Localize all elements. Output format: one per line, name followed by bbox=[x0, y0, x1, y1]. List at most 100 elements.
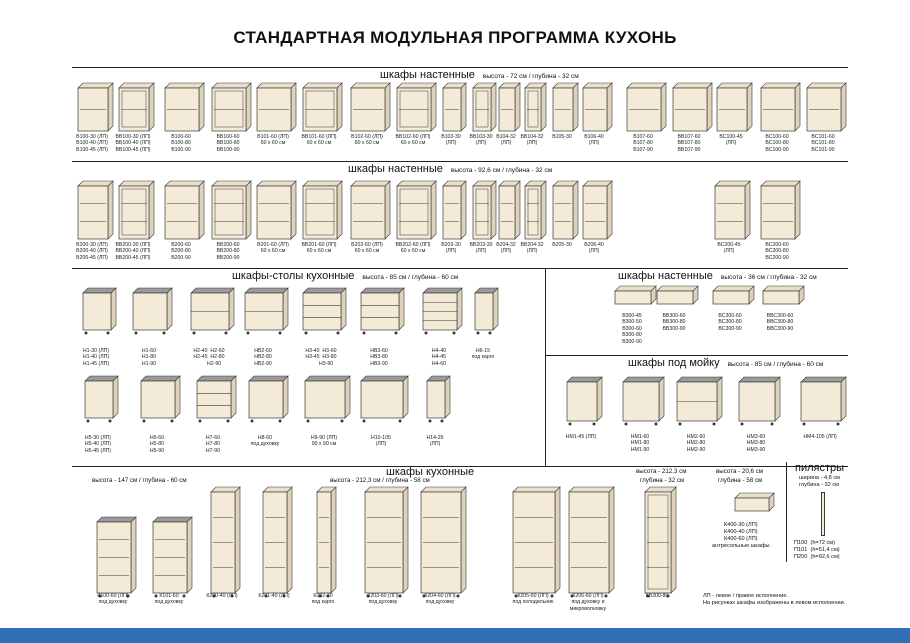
tall-dims-mid: высота - 212,3 см / глубина - 58 см bbox=[330, 477, 430, 484]
cabinet-icon bbox=[426, 375, 451, 423]
cabinet-icon bbox=[472, 180, 497, 240]
cabinet-label: В103-30 (ЛП) bbox=[441, 134, 461, 147]
cabinet-icon bbox=[622, 376, 665, 426]
cabinet-label: ВС100-60 ВС100-80 ВС100-90 bbox=[765, 134, 789, 153]
cabinet-label: Н3-40 Н3-60 Н3-45 Н3-80 Н3-90 bbox=[305, 348, 337, 367]
pilasters-panel: пилястры ширина - 4,8 см глубина - 32 см… bbox=[786, 462, 848, 562]
cabinet-icon bbox=[738, 376, 781, 426]
cabinet-label: НМ2-60 НМ2-80 НМ2-90 bbox=[686, 434, 706, 453]
cabinet-label: ВВ104-32 (ЛП) bbox=[520, 134, 544, 147]
cabinet-label: В105-30 bbox=[552, 134, 572, 140]
pilasters-items: П100 (h=72 см) П101 (h=51,4 см) П200 (h=… bbox=[794, 540, 840, 560]
cabinet-icon bbox=[164, 82, 205, 132]
cabinet-label: ВВ202-60 (ЛП) 60 х 60 см bbox=[395, 242, 431, 255]
cabinet-label: В204-32 (ЛП) bbox=[496, 242, 516, 255]
cabinet-label: ВВ204-32 (ЛП) bbox=[520, 242, 544, 255]
cabinet-icon bbox=[248, 375, 289, 423]
cabinet-label: Н5-30 (ЛП) Н5-40 (ЛП) Н5-45 (ЛП) bbox=[84, 435, 112, 454]
cabinet-label: К100-60 (ЛП) под духовку bbox=[97, 593, 129, 606]
cabinet-icon bbox=[760, 180, 801, 240]
cabinet-label: В202-60 (ЛП) 60 х 60 см bbox=[351, 242, 383, 255]
cabinet-icon bbox=[256, 82, 297, 132]
cabinet-icon bbox=[524, 180, 547, 240]
tall-dims-r2b: глубина - 58 см bbox=[718, 477, 763, 484]
cabinet-icon bbox=[302, 180, 343, 240]
cabinet-label: Н14-26 (ЛП) bbox=[426, 435, 444, 448]
cabinet-icon bbox=[364, 486, 409, 598]
cabinet-label: ВВ200-60 ВВ200-80 ВВ200-90 bbox=[216, 242, 240, 261]
cabinet-icon bbox=[96, 516, 137, 598]
cabinet-label: ВВ200-30 (ЛП) ВВ200-40 (ЛП) ВВ200-45 (ЛП… bbox=[115, 242, 151, 261]
tall-dims-r1a: высота - 212,3 см bbox=[636, 468, 687, 475]
cabinet-label: ВВ102-60 (ЛП) 60 х 60 см bbox=[395, 134, 431, 147]
tall-dims-left: высота - 147 см / глубина - 60 см bbox=[92, 477, 187, 484]
divider bbox=[72, 161, 848, 162]
cabinet-label: НМ4-105 (ЛП) bbox=[803, 434, 837, 440]
cabinet-icon bbox=[244, 287, 289, 335]
cabinet-label: В107-60 В107-80 В107-90 bbox=[633, 134, 653, 153]
cabinet-label: Н7-60 Н7-80 Н7-90 bbox=[205, 435, 221, 454]
cabinet-icon bbox=[360, 287, 405, 335]
cabinet-label: НМ3-60 НМ3-80 НМ3-90 bbox=[746, 434, 766, 453]
cabinet-icon bbox=[656, 285, 699, 305]
cabinet-icon bbox=[512, 486, 561, 598]
cabinet-icon bbox=[211, 180, 252, 240]
cabinet-icon bbox=[472, 82, 497, 132]
cabinet-icon bbox=[256, 180, 297, 240]
cabinet-label: НВ2-60 НВ2-80 НВ2-90 bbox=[254, 348, 272, 367]
cabinet-icon bbox=[524, 82, 547, 132]
cabinet-icon bbox=[672, 82, 713, 132]
cabinet-label: Н1-30 (ЛП) Н1-40 (ЛП) Н1-45 (ЛП) bbox=[82, 348, 110, 367]
cabinet-icon bbox=[118, 180, 155, 240]
cabinet-icon bbox=[302, 287, 347, 335]
cabinet-label: КВ300-80 bbox=[645, 593, 669, 599]
cabinet-icon bbox=[552, 82, 579, 132]
pilasters-title: пилястры bbox=[795, 462, 845, 474]
cabinet-label: ВС200-60 ВС200-80 ВС200-90 bbox=[765, 242, 789, 261]
cabinet-label: В203-30 (ЛП) bbox=[441, 242, 461, 255]
cabinet-icon bbox=[360, 375, 409, 423]
cabinet-label: В100-30 (ЛП) В100-40 (ЛП) В100-45 (ЛП) bbox=[76, 134, 108, 153]
cabinet-label: ВС100-45 (ЛП) bbox=[719, 134, 743, 147]
cabinet-icon bbox=[152, 516, 193, 598]
cabinet-label: К201-40 (ЛП) bbox=[258, 593, 290, 599]
cabinet-label: К206-60 (ЛП) под духовку и микроволновку bbox=[569, 593, 607, 612]
pilasters-dims-2: глубина - 32 см bbox=[799, 482, 839, 488]
cabinet-icon bbox=[716, 82, 753, 132]
cabinet-label: В106-40 (ЛП) bbox=[584, 134, 604, 147]
cabinet-label: НВ3-60 НВ3-80 НВ3-90 bbox=[370, 348, 388, 367]
cabinet-icon bbox=[262, 486, 293, 598]
footer-bar bbox=[0, 628, 910, 643]
cabinet-icon bbox=[118, 82, 155, 132]
cabinet-label: НМ1-60 НМ1-80 НМ1-90 bbox=[630, 434, 650, 453]
cabinet-label: ВВ107-60 ВВ107-80 ВВ107-90 bbox=[677, 134, 701, 153]
tall-dims-r1b: глубина - 32 см bbox=[640, 477, 685, 484]
cabinet-label: К200-40 (ЛП) bbox=[206, 593, 238, 599]
divider bbox=[72, 67, 848, 68]
cabinet-icon bbox=[304, 375, 351, 423]
cabinet-label: В200-60 В200-80 В200-90 bbox=[171, 242, 191, 261]
pilaster-icon bbox=[821, 492, 825, 536]
cabinet-label: Н5-60 Н5-80 Н5-90 bbox=[149, 435, 165, 454]
cabinet-label: В104-32 (ЛП) bbox=[496, 134, 516, 147]
cabinet-icon bbox=[442, 82, 467, 132]
cabinet-icon bbox=[474, 287, 499, 335]
cabinet-label: В102-60 (ЛП) 60 х 60 см bbox=[351, 134, 383, 147]
cabinet-label: Н6-15 под карго bbox=[471, 348, 495, 361]
pilasters-dims-1: ширина - 4,8 см bbox=[799, 475, 840, 481]
cabinet-icon bbox=[82, 287, 117, 335]
cabinet-icon bbox=[712, 285, 755, 305]
divider bbox=[72, 466, 848, 467]
cabinet-icon bbox=[420, 486, 467, 598]
tall-dims-r2a: высота - 20,6 см bbox=[716, 468, 764, 475]
cabinet-icon bbox=[396, 180, 437, 240]
cabinet-icon bbox=[626, 82, 667, 132]
cabinet-label: К204-60 (ЛП) под духовку bbox=[424, 593, 456, 606]
cabinet-label: В300-45 В300-50 В300-60 В300-80 В300-90 bbox=[622, 313, 642, 345]
cabinet-label: В101-60 (ЛП) 60 х 60 см bbox=[257, 134, 289, 147]
cabinet-label: ВВ100-60 ВВ100-80 ВВ100-90 bbox=[216, 134, 240, 153]
cabinet-icon bbox=[190, 287, 235, 335]
cabinet-label: Н4-40 Н4-45 Н4-60 bbox=[431, 348, 447, 367]
